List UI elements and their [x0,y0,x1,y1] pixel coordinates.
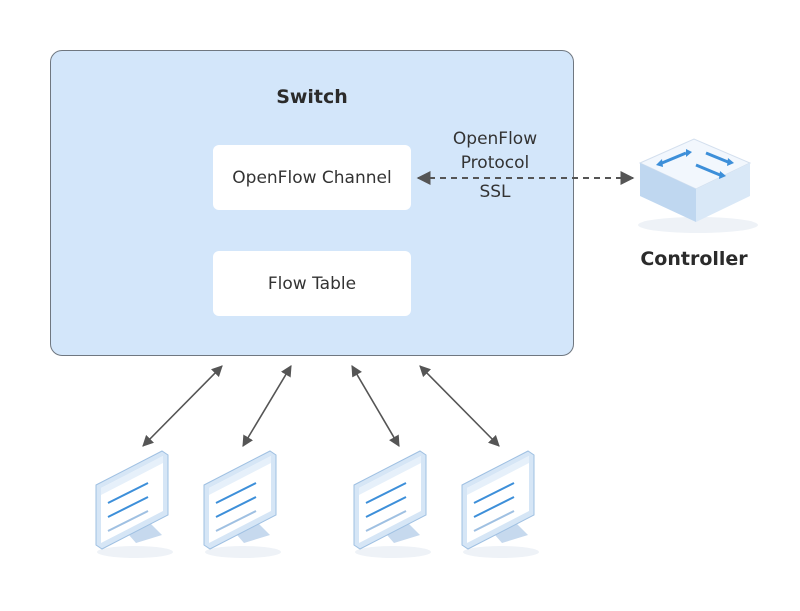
monitor-icon [353,450,431,558]
controller-label: Controller [640,248,748,270]
switch-title: Switch [276,86,348,108]
protocol-line-2: Protocol [460,153,530,173]
host-link-arrow-3 [351,365,400,447]
network-switch-icon [638,138,758,233]
monitor-icon [203,450,281,558]
monitor-icon [461,450,539,558]
openflow-channel-label: OpenFlow Channel [232,167,392,188]
host-link-arrow-4 [419,365,500,447]
monitor-icon [95,450,173,558]
flow-table-label: Flow Table [267,273,357,294]
host-link-arrow-1 [142,365,223,447]
protocol-line-1: OpenFlow [452,129,538,149]
host-link-arrow-2 [242,365,292,447]
flow-table-box: Flow Table [213,251,411,316]
protocol-line-3: SSL [479,182,511,202]
openflow-channel-box: OpenFlow Channel [213,145,411,210]
